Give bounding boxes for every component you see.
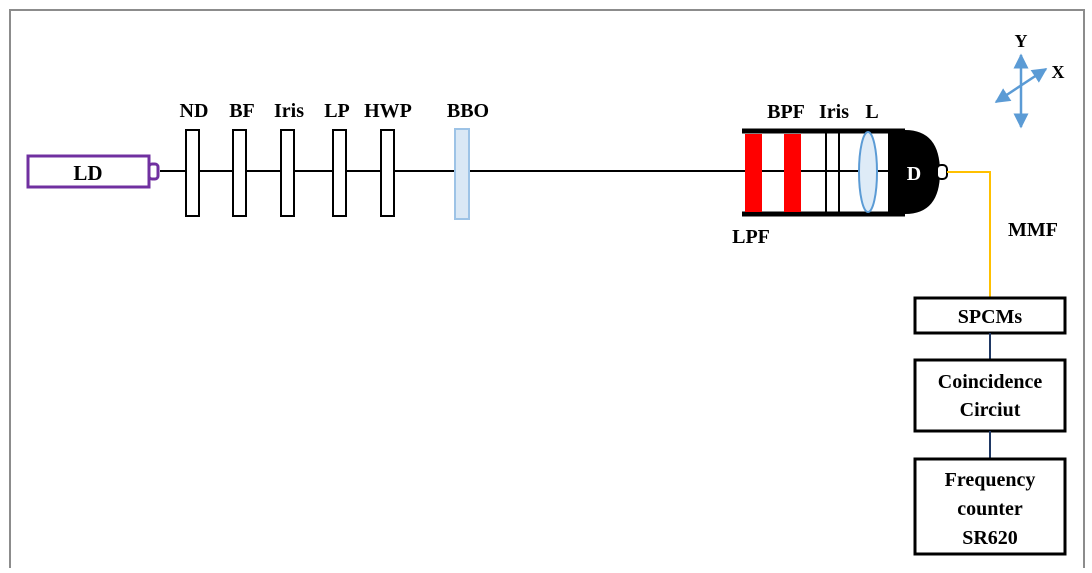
bpf-filter	[784, 134, 801, 212]
coordinate-axes: Y X	[994, 31, 1065, 129]
laser-diode-label: LD	[73, 161, 102, 185]
lp-polarizer	[332, 129, 347, 217]
iris2-label: Iris	[819, 101, 849, 123]
fiber-label: MMF	[1008, 219, 1058, 241]
multimode-fiber	[947, 171, 991, 298]
bf-label: BF	[229, 100, 255, 122]
counter-box	[913, 457, 1067, 556]
counter-label-line2: counter	[957, 498, 1023, 520]
lpf-filter	[745, 134, 762, 212]
detector-label: D	[907, 163, 921, 185]
laser-diode-tip	[147, 162, 160, 181]
bbo-crystal	[454, 128, 470, 220]
coincidence-label-line2: Circiut	[960, 399, 1021, 421]
iris-label: Iris	[274, 100, 304, 122]
detector-body	[888, 130, 940, 214]
spcm-box	[913, 296, 1067, 335]
counter-label-line3: SR620	[962, 527, 1018, 549]
bbo-label: BBO	[447, 100, 489, 122]
lp-label: LP	[324, 100, 350, 122]
bpf-label: BPF	[767, 101, 805, 123]
coincidence-box	[913, 358, 1067, 433]
detection-tube: D	[742, 128, 948, 217]
coincidence-label-line1: Coincidence	[938, 371, 1043, 393]
x-axis-arrow	[994, 67, 1048, 104]
laser-diode-body	[26, 154, 151, 189]
bf-filter	[232, 129, 247, 217]
laser-diode: LD	[26, 154, 160, 189]
lpf-label: LPF	[732, 226, 770, 248]
nd-label: ND	[180, 100, 209, 122]
nd-filter	[185, 129, 200, 217]
lens-label: L	[865, 101, 878, 123]
hwp-label: HWP	[364, 100, 412, 122]
spcm-label: SPCMs	[958, 306, 1023, 328]
detector-port	[936, 164, 948, 180]
counter-label-line1: Frequency	[945, 469, 1036, 491]
iris-aperture	[280, 129, 295, 217]
y-axis-label: Y	[1015, 31, 1028, 51]
focusing-lens	[858, 131, 878, 213]
hwp-plate	[380, 129, 395, 217]
x-axis-label: X	[1052, 62, 1065, 82]
